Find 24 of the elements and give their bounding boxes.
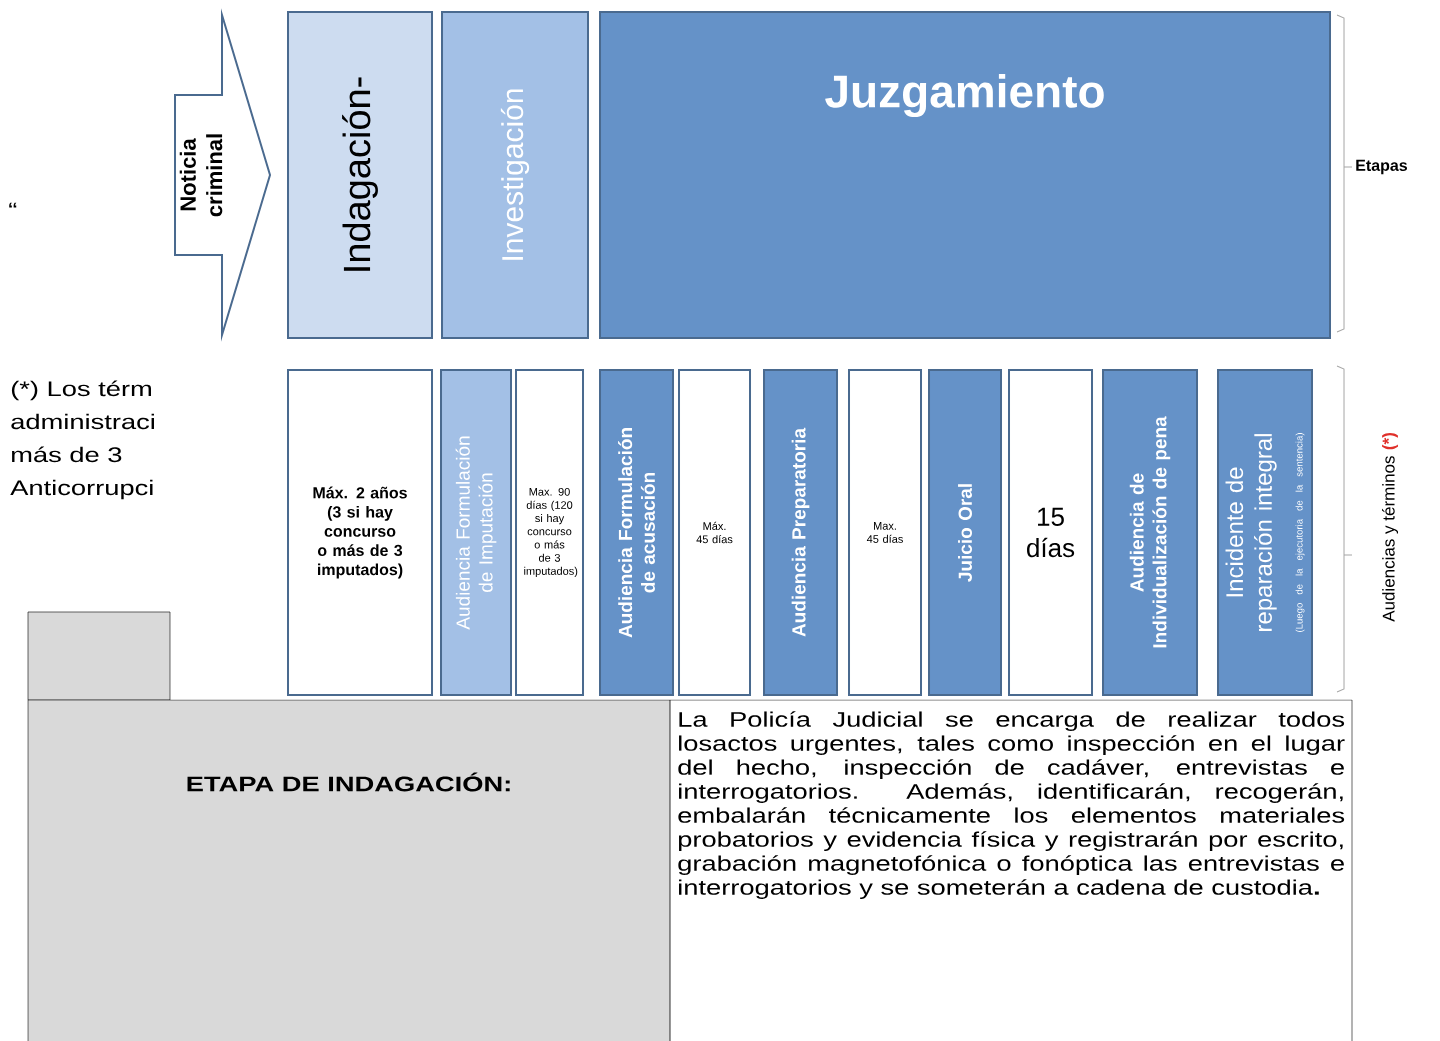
term-box: 15 días [1008, 369, 1093, 696]
hearing-box: Audiencia Preparatoria [763, 369, 838, 696]
term-box: Max. 45 días [848, 369, 922, 696]
hearing-box: Audiencia Formulación de acusación [599, 369, 674, 696]
table-cell: La Policía Judicial se encarga de realizar todos losactos urgentes, tales como inspección en el lugar del hecho, inspección de cadáver, entrevistas e interrogatorios. Además, identificarán, recogerán, embalarán técnicamente los elementos materiales probatorios y evidencia física y registrarán por escrito, grabación magnetofónica o fonóptica las entrevistas e interrogatorios y se someterán a cadena de custodia. [669, 699, 1353, 1041]
bracket-label: Audiencias y términos [1382, 456, 1399, 622]
hearing-box: Incidente de reparación integral (Luego de la ejecutoria de la sentencia) [1217, 369, 1313, 696]
bracket-label: Etapas [1356, 159, 1407, 175]
stage-box: Indagación- [287, 11, 433, 339]
hearing-box: Audiencia Formulación de Imputación [440, 369, 512, 696]
table-cell: ETAPA DE INDAGACIÓN: [27, 699, 671, 1041]
quote-mark: “ [9, 202, 17, 208]
note-text: administraci [11, 413, 154, 430]
stage-box: Juzgamiento [599, 11, 1331, 339]
footnote-mark: (*) [1382, 433, 1398, 450]
term-box: Máx. 45 días [678, 369, 751, 696]
note-text: (*) Los térm [11, 380, 151, 401]
note-text: Anticorrupci [10, 479, 153, 500]
hearing-box: Juicio Oral [928, 369, 1002, 696]
hearing-box: Audiencia de Individualización de pena [1102, 369, 1198, 696]
note-text: más de 3 [12, 446, 122, 463]
stage-box: Investigación [441, 11, 589, 339]
term-box: Máx. 2 años (3 si hay concurso o más de 3 imputados) [287, 369, 433, 696]
term-box: Max. 90 días (120 si hay concurso o más de 3 imputados) [515, 369, 584, 696]
